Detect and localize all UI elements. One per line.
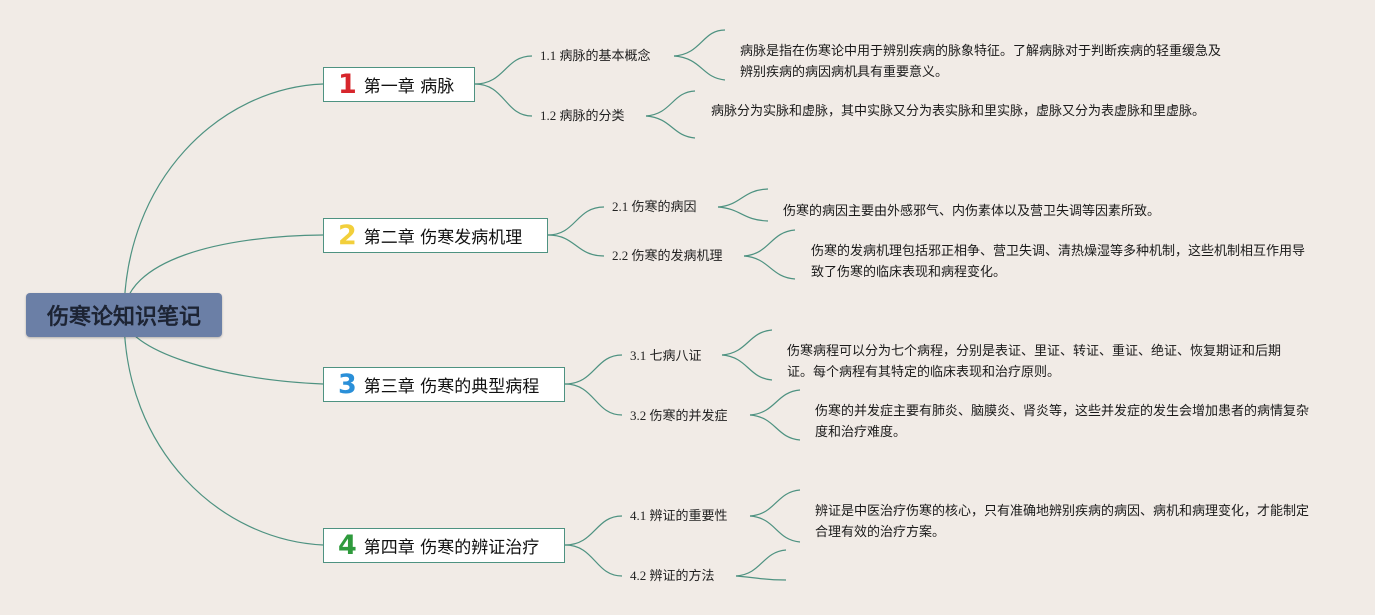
section-2-2-label[interactable]: 2.2 伤寒的发病机理 [612,248,723,263]
root-title: 伤寒论知识笔记 [46,305,201,330]
connector-ch4-d2 [735,549,787,577]
chapter-1-node[interactable]: 1 第一章 病脉 [323,67,475,102]
connector-ch3-d2b [749,414,801,441]
section-3-2-detail: 伤寒的并发症主要有肺炎、脑膜炎、肾炎等，这些并发症的发生会增加患者的病情复杂度和… [815,404,1310,440]
connector-ch4-s1 [564,515,623,546]
connector-ch1-d2 [645,90,696,117]
connector-root-ch1 [123,83,324,317]
connector-ch1-d2b [645,115,696,139]
connector-ch3-s2 [564,383,623,416]
chapter-1-title: 第一章 病脉 [363,77,455,97]
connector-ch4-d1 [749,489,801,517]
connector-ch3-s1 [564,354,623,385]
section-3-1-label[interactable]: 3.1 七病八证 [630,348,702,363]
chapter-2-node[interactable]: 2 第二章 伤寒发病机理 [323,218,548,253]
chapter-2-number-icon: 2 [338,220,357,251]
connector-ch3-d2 [749,389,801,416]
connector-ch1-s2 [474,83,533,117]
chapter-4-title: 第四章 伤寒的辨证治疗 [363,538,540,558]
connector-ch2-s2 [547,234,605,257]
connector-ch4-s2 [564,544,623,577]
section-4-2-label[interactable]: 4.2 辨证的方法 [630,568,715,583]
section-3-1-detail: 伤寒病程可以分为七个病程，分别是表证、里证、转证、重证、绝证、恢复期证和后期证。… [787,344,1282,380]
section-1-1-label[interactable]: 1.1 病脉的基本概念 [540,48,651,63]
section-4-1-label[interactable]: 4.1 辨证的重要性 [630,508,728,523]
section-3-2-label[interactable]: 3.2 伤寒的并发症 [630,408,728,423]
section-1-2-label[interactable]: 1.2 病脉的分类 [540,108,625,123]
connector-ch1-d1b [673,55,726,81]
section-1-2-detail: 病脉分为实脉和虚脉，其中实脉又分为表实脉和里实脉，虚脉又分为表虚脉和里虚脉。 [711,104,1206,119]
root-node[interactable]: 伤寒论知识笔记 [26,293,222,337]
connector-ch3-d1b [721,354,773,381]
connector-ch3-d1 [721,329,773,356]
connector-ch2-d2b [743,255,796,280]
chapter-4-number-icon: 4 [338,530,357,561]
connector-ch2-d2 [743,229,796,257]
connector-ch4-d1b [749,515,801,543]
connector-root-ch4 [123,315,324,546]
section-2-1-label[interactable]: 2.1 伤寒的病因 [612,199,697,214]
chapter-3-number-icon: 3 [338,369,357,400]
connector-ch2-s1 [547,206,605,236]
section-1-1-detail: 病脉是指在伤寒论中用于辨别疾病的脉象特征。了解病脉对于判断疾病的轻重缓急及辨别疾… [740,44,1222,80]
connector-ch2-d1 [717,188,769,208]
connector-ch1-d1 [673,29,726,57]
chapter-3-title: 第三章 伤寒的典型病程 [363,377,540,397]
section-2-2-detail: 伤寒的发病机理包括邪正相争、营卫失调、清热燥湿等多种机制，这些机制相互作用导致了… [811,244,1306,280]
connector-ch2-d1b [717,206,769,222]
section-4-1-detail: 辨证是中医治疗伤寒的核心，只有准确地辨别疾病的病因、病机和病理变化，才能制定合理… [815,504,1310,540]
connector-ch1-s1 [474,55,533,85]
connector-ch4-d2b [735,575,787,581]
chapter-1-number-icon: 1 [338,69,357,100]
chapter-3-node[interactable]: 3 第三章 伤寒的典型病程 [323,367,565,402]
section-2-1-detail: 伤寒的病因主要由外感邪气、内伤素体以及营卫失调等因素所致。 [783,204,1161,219]
chapter-2-title: 第二章 伤寒发病机理 [363,228,523,248]
chapter-4-node[interactable]: 4 第四章 伤寒的辨证治疗 [323,528,565,563]
